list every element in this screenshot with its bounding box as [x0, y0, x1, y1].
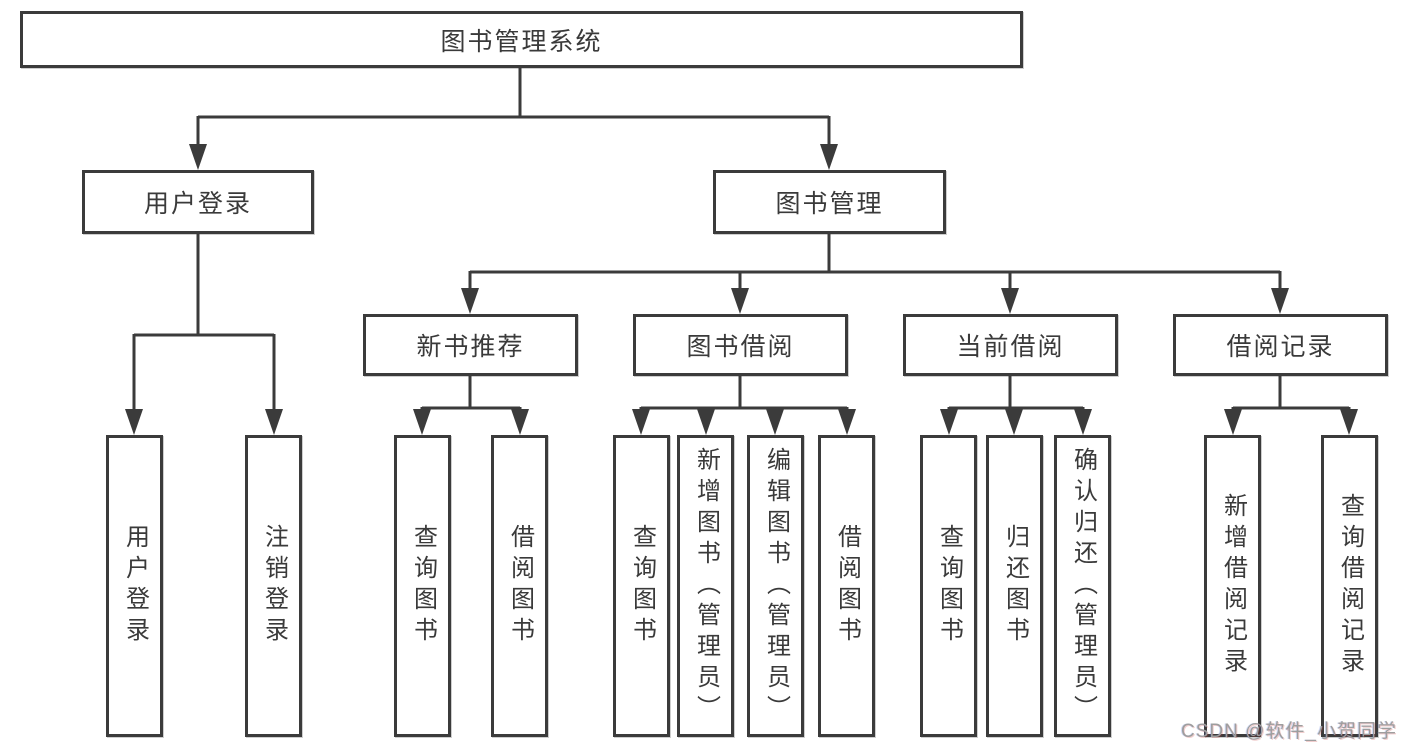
leaf-query-books-recommend: 查询图书 — [394, 435, 451, 737]
node-label: 图书管理系统 — [440, 27, 603, 56]
node-new-book-recommendation: 新书推荐 — [363, 314, 578, 376]
watermark: CSDN @软件_小贺同学 — [1181, 721, 1397, 742]
node-label: 借阅图书 — [506, 524, 534, 648]
leaf-return-books: 归还图书 — [986, 435, 1043, 737]
leaf-user-login: 用户登录 — [106, 435, 163, 737]
node-label: 查询借阅记录 — [1336, 493, 1364, 679]
node-book-borrowing: 图书借阅 — [633, 314, 848, 376]
node-label: 图书借阅 — [686, 333, 795, 361]
leaf-query-books-current: 查询图书 — [920, 435, 977, 737]
leaf-borrow-books-recommend: 借阅图书 — [491, 435, 548, 737]
node-label: 新增借阅记录 — [1219, 493, 1247, 679]
node-label: 归还图书 — [1001, 524, 1029, 648]
node-library-system: 图书管理系统 — [20, 11, 1023, 68]
node-label: 新书推荐 — [416, 333, 525, 361]
node-label: 查询图书 — [935, 524, 963, 648]
node-label: 查询图书 — [409, 524, 437, 648]
node-label: 借阅记录 — [1226, 333, 1335, 361]
node-label: 确认归还（管理员） — [1069, 446, 1097, 726]
node-borrowing-records: 借阅记录 — [1173, 314, 1388, 376]
node-label: 查询图书 — [628, 524, 656, 648]
node-label: 当前借阅 — [956, 333, 1065, 361]
leaf-confirm-return-admin: 确认归还（管理员） — [1054, 435, 1111, 737]
node-label: 借阅图书 — [833, 524, 861, 648]
node-label: 编辑图书（管理员） — [762, 446, 790, 726]
node-book-management: 图书管理 — [713, 170, 946, 234]
connector-lines — [132, 68, 1351, 414]
leaf-edit-books-admin: 编辑图书（管理员） — [747, 435, 804, 737]
leaf-logout: 注销登录 — [245, 435, 302, 737]
node-label: 用户登录 — [143, 190, 252, 218]
arrowheads — [125, 144, 1358, 435]
node-label: 新增图书（管理员） — [692, 446, 720, 726]
leaf-query-borrow-record: 查询借阅记录 — [1321, 435, 1378, 737]
leaf-add-books-admin: 新增图书（管理员） — [677, 435, 734, 737]
node-label: 注销登录 — [260, 524, 288, 648]
leaf-add-borrow-record: 新增借阅记录 — [1204, 435, 1261, 737]
node-label: 用户登录 — [121, 524, 149, 648]
leaf-borrow-books: 借阅图书 — [818, 435, 875, 737]
node-label: 图书管理 — [775, 190, 884, 218]
node-current-borrowing: 当前借阅 — [903, 314, 1118, 376]
leaf-query-books-borrowing: 查询图书 — [613, 435, 670, 737]
node-user-login: 用户登录 — [82, 170, 314, 234]
